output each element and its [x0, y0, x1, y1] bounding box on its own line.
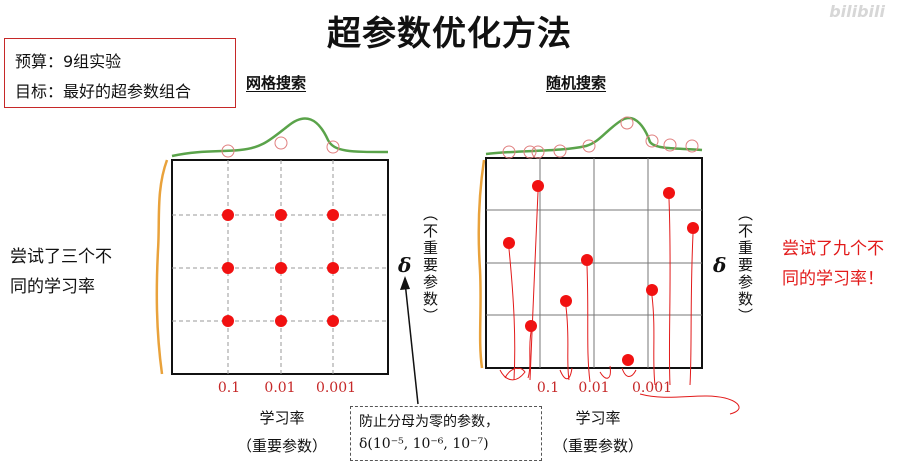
random-search-panel	[477, 116, 740, 415]
page-title: 超参数优化方法	[327, 14, 572, 54]
grid-search-panel	[155, 117, 389, 375]
grid-tick-2: 0.01	[264, 380, 296, 396]
grid-y-label: （不重要参数）	[421, 206, 439, 325]
grid-x-label-2: （重要参数）	[236, 437, 327, 455]
random-y-label: （不重要参数）	[736, 206, 754, 325]
grid-box	[171, 159, 389, 375]
random-points	[503, 180, 699, 366]
random-x-label: 学习率 （重要参数）	[528, 404, 668, 460]
note-line2: δ(10⁻⁵, 10⁻⁶, 10⁻⁷)	[359, 436, 489, 452]
grid-x-label: 学习率 （重要参数）	[212, 404, 352, 460]
grid-side-note: 尝试了三个不 同的学习率	[10, 242, 112, 302]
grid-points	[222, 209, 339, 327]
note-line1: 防止分母为零的参数，	[359, 414, 499, 430]
grid-side-line1: 尝试了三个不	[10, 247, 112, 267]
random-x-label-2: （重要参数）	[552, 437, 643, 455]
random-tick-1: 0.1	[536, 380, 560, 396]
grid-delta-symbol: δ	[398, 253, 412, 277]
bilibili-logo: bilibili	[829, 2, 885, 21]
random-side-note: 尝试了九个不 同的学习率！	[782, 234, 884, 294]
note-arrow	[400, 276, 419, 405]
budget-text: 预算：9组实验	[15, 52, 122, 71]
projection-circles	[221, 136, 340, 158]
drop-lines	[499, 191, 740, 415]
random-x-label-1: 学习率	[575, 409, 621, 427]
goal-text: 目标：最好的超参数组合	[15, 82, 192, 101]
green-curve	[171, 117, 389, 158]
random-side-line1: 尝试了九个不	[782, 239, 884, 259]
budget-goal-box: 预算：9组实验 目标：最好的超参数组合	[4, 38, 236, 108]
grid-tick-3: 0.001	[315, 380, 357, 396]
orange-curve	[155, 159, 169, 375]
green-curve	[485, 116, 703, 156]
orange-curve	[477, 159, 486, 369]
random-search-title: 随机搜索	[546, 74, 607, 92]
random-grid-lines	[486, 158, 702, 368]
grid-tick-1: 0.1	[217, 380, 241, 396]
projection-circles	[502, 116, 699, 159]
random-side-line2: 同的学习率！	[782, 269, 884, 289]
grid-side-line2: 同的学习率	[10, 277, 95, 297]
random-delta-symbol: δ	[713, 253, 727, 277]
grid-x-label-1: 学习率	[259, 409, 305, 427]
grid-search-title: 网格搜索	[246, 74, 307, 92]
random-tick-3: 0.001	[631, 380, 673, 396]
random-tick-2: 0.01	[578, 380, 610, 396]
epsilon-note-box: 防止分母为零的参数， δ(10⁻⁵, 10⁻⁶, 10⁻⁷)	[350, 406, 542, 461]
